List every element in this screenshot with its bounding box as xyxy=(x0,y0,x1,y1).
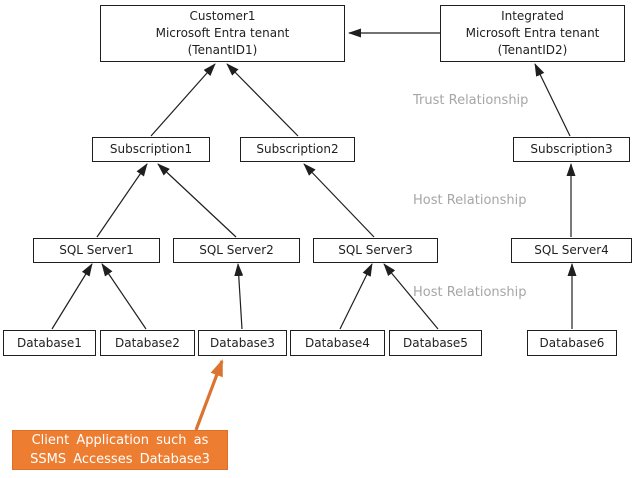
node-subscription3-label: Subscription3 xyxy=(530,142,613,156)
node-database2: Database2 xyxy=(100,330,195,356)
node-database4: Database4 xyxy=(290,330,385,356)
node-sql-server2: SQL Server2 xyxy=(173,238,300,263)
node-database6: Database6 xyxy=(527,330,617,356)
node-database3-label: Database3 xyxy=(210,335,275,350)
node-subscription3: Subscription3 xyxy=(513,137,630,162)
node-database2-label: Database2 xyxy=(115,335,180,350)
node-client-application-label: SSMS Accesses Database3 xyxy=(30,452,210,467)
node-sql-server3-label: SQL Server3 xyxy=(338,243,413,257)
edge-subscription2-to-customer1-tenant xyxy=(226,63,299,137)
edge-database3-to-sql-server2 xyxy=(234,263,244,330)
node-database4-label: Database4 xyxy=(305,335,370,350)
edge-subscription1-to-customer1-tenant xyxy=(150,63,216,137)
node-sql-server2-label: SQL Server2 xyxy=(199,243,274,257)
edge-client-application-to-database3 xyxy=(194,359,224,431)
host-relationship-2-label: Host Relationship xyxy=(413,285,527,300)
node-database3: Database3 xyxy=(198,330,287,356)
edge-sql-server1-to-subscription1 xyxy=(96,163,148,238)
node-subscription1: Subscription1 xyxy=(92,137,210,162)
node-integrated-tenant-label: Microsoft Entra tenant xyxy=(465,26,600,40)
node-integrated-tenant-label: Integrated xyxy=(501,9,564,23)
host-relationship-1-label: Host Relationship xyxy=(413,193,527,208)
node-customer1-tenant-label: (TenantID1) xyxy=(187,43,258,57)
edge-subscription3-to-integrated-tenant xyxy=(534,63,571,137)
node-database6-label: Database6 xyxy=(539,335,605,350)
edge-sql-server3-to-subscription2 xyxy=(303,163,375,238)
node-integrated-tenant-label: (TenantID2) xyxy=(497,43,568,57)
edge-database2-to-sql-server1 xyxy=(101,263,147,330)
node-subscription2-label: Subscription2 xyxy=(256,142,339,156)
node-database5-label: Database5 xyxy=(403,335,468,350)
node-sql-server4-label: SQL Server4 xyxy=(534,243,609,257)
edge-database4-to-sql-server3 xyxy=(339,263,373,330)
node-sql-server1-label: SQL Server1 xyxy=(59,243,134,257)
trust-relationship-label: Trust Relationship xyxy=(413,93,529,108)
edge-sql-server2-to-subscription1 xyxy=(157,163,237,238)
node-subscription2: Subscription2 xyxy=(240,137,355,162)
edge-database1-to-sql-server1 xyxy=(51,263,93,330)
node-database1-label: Database1 xyxy=(17,335,82,350)
node-client-application: Client Application such as SSMS Accesses … xyxy=(12,430,228,470)
node-client-application-label: Client Application such as xyxy=(31,433,209,448)
node-customer1-tenant-label: Customer1 xyxy=(189,9,256,23)
node-sql-server1: SQL Server1 xyxy=(33,238,160,263)
node-customer1-tenant-label: Microsoft Entra tenant xyxy=(155,26,290,40)
node-database1: Database1 xyxy=(3,330,96,356)
node-database5: Database5 xyxy=(389,330,482,356)
node-subscription1-label: Subscription1 xyxy=(109,142,193,156)
edge-database5-to-sql-server3 xyxy=(383,263,439,330)
node-sql-server3: SQL Server3 xyxy=(313,238,438,263)
node-sql-server4: SQL Server4 xyxy=(511,238,632,263)
